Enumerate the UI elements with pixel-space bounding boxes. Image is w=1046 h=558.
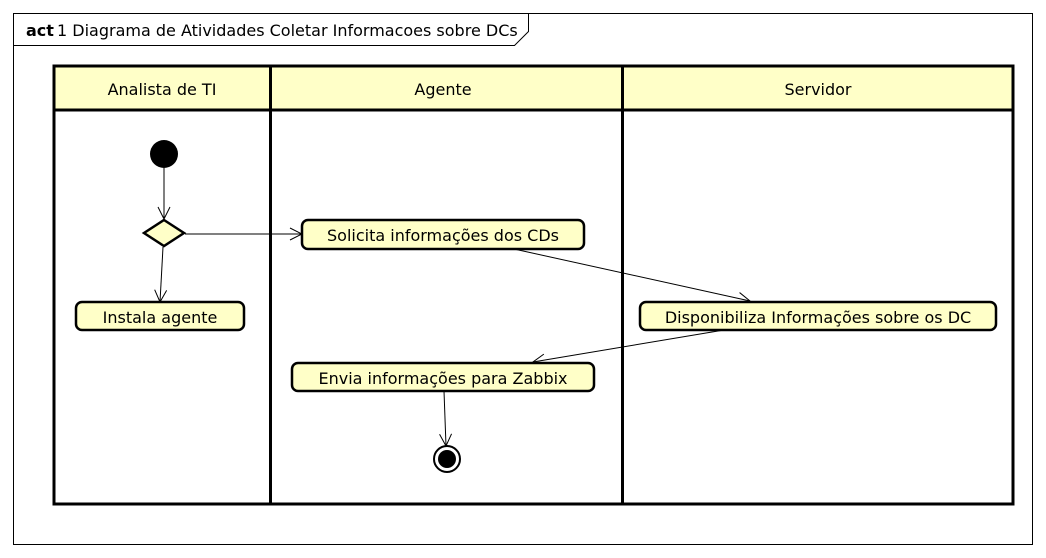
lane-header-analista: Analista de TI [108,80,217,99]
frame-keyword: act [26,21,54,40]
nodes: Solicita informações dos CDs Instala age… [74,140,998,473]
action-instala: Instala agente [74,300,246,332]
decision-node [141,218,187,248]
edge-decision-to-instala [160,246,163,302]
action-envia: Envia informações para Zabbix [290,361,596,393]
frame-title: 1 Diagrama de Atividades Coletar Informa… [57,21,518,40]
action-disponibiliza-label: Disponibiliza Informações sobre os DC [665,308,971,327]
action-envia-label: Envia informações para Zabbix [318,369,567,388]
edge-solicita-to-disponibiliza [513,248,750,301]
edge-disponibiliza-to-envia [533,329,725,362]
final-node [433,445,461,473]
swimlane-container: Analista de TI Agente Servidor [52,64,1015,506]
action-disponibiliza: Disponibiliza Informações sobre os DC [638,300,998,332]
lane-header-agente: Agente [414,80,471,99]
control-flows [160,168,750,446]
lane-header-servidor: Servidor [784,80,851,99]
action-instala-label: Instala agente [103,308,218,327]
diagram-frame: act 1 Diagrama de Atividades Coletar Inf… [13,13,1033,545]
action-solicita-label: Solicita informações dos CDs [327,226,559,245]
edge-envia-to-final [444,390,446,446]
action-solicita: Solicita informações dos CDs [300,218,586,251]
initial-node [150,140,178,168]
